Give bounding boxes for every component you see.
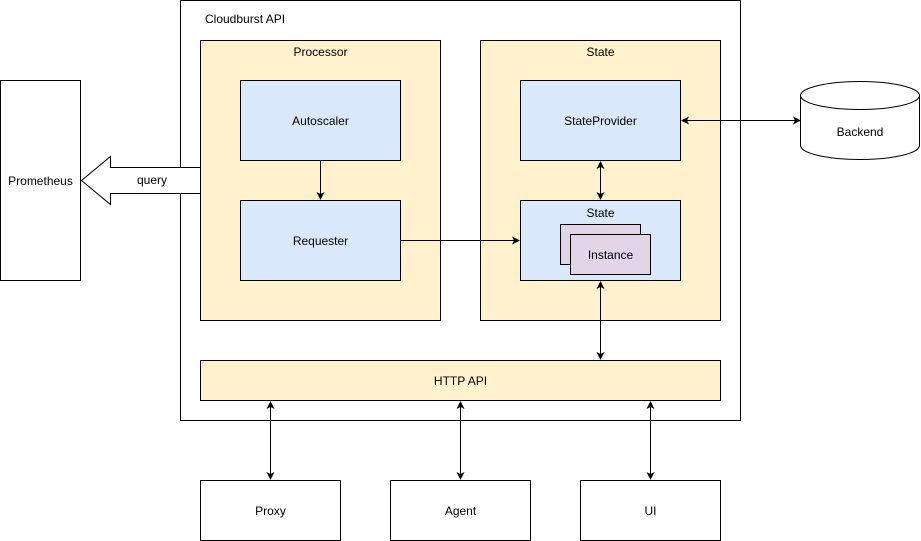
ui-label: UI [644, 503, 657, 518]
autoscaler-label: Autoscaler [292, 113, 349, 128]
ui-box: UI [580, 480, 721, 541]
state-provider-box: StateProvider [520, 80, 681, 161]
prometheus-label: Prometheus [8, 173, 73, 188]
prometheus-box: Prometheus [0, 80, 81, 281]
agent-label: Agent [444, 503, 477, 518]
backend-label: Backend [837, 125, 884, 139]
http-api-box: HTTP API [200, 360, 721, 401]
autoscaler-box: Autoscaler [240, 80, 401, 161]
query-arrow [80, 155, 201, 206]
state-box-label: State [586, 206, 615, 220]
http-api-label: HTTP API [433, 373, 488, 388]
requester-label: Requester [292, 233, 349, 248]
agent-box: Agent [390, 480, 531, 541]
state-provider-label: StateProvider [564, 113, 637, 128]
backend-cylinder [800, 81, 920, 160]
query-arrow-label: query [137, 173, 167, 187]
proxy-label: Proxy [255, 503, 286, 518]
instance-box: Instance [570, 234, 651, 275]
requester-box: Requester [240, 200, 401, 281]
processor-label: Processor [293, 45, 348, 59]
instance-label: Instance [587, 247, 634, 262]
state-group-label: State [586, 45, 615, 59]
cloudburst-api-label: Cloudburst API [205, 12, 286, 26]
